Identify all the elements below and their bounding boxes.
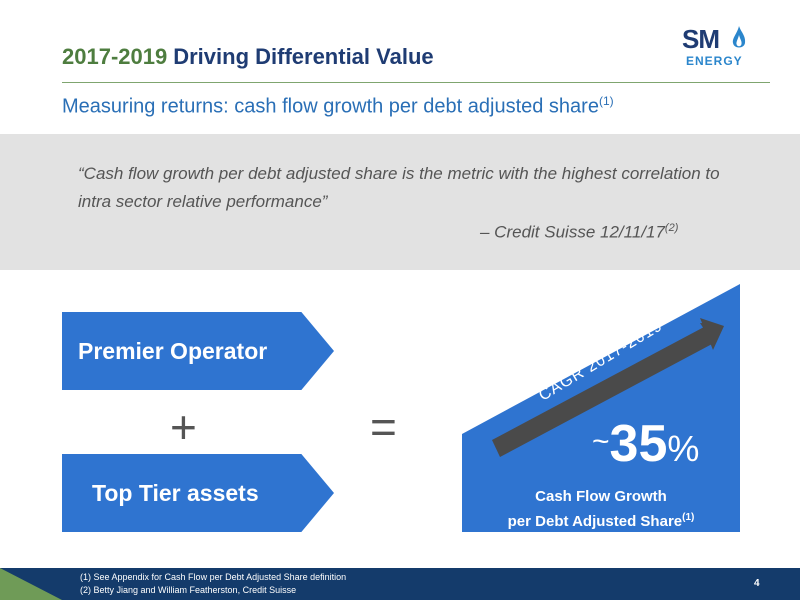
page-number: 4 xyxy=(754,578,760,589)
logo-text-sub: ENERGY xyxy=(686,54,743,68)
plus-sign: + xyxy=(170,401,197,453)
result-line1: Cash Flow Growth xyxy=(535,488,667,505)
growth-value: ~35% xyxy=(592,414,699,474)
arrow-head xyxy=(700,318,724,350)
footer-bar xyxy=(0,568,800,600)
flame-icon xyxy=(732,26,746,57)
top-tier-assets-label: Top Tier assets xyxy=(92,479,259,506)
result-line2: per Debt Adjusted Share xyxy=(507,513,683,530)
footer-accent xyxy=(0,568,62,600)
title-year: 2017-2019 xyxy=(62,44,168,69)
value-prefix: ~ xyxy=(592,425,610,458)
attribution-note: (2) xyxy=(664,222,679,234)
arrow-body xyxy=(492,327,712,457)
result-label: Cash Flow Growth per Debt Adjusted Share… xyxy=(462,486,740,532)
quote-attribution: – Credit Suisse 12/11/17(2) xyxy=(480,222,678,243)
subtitle-text: Measuring returns: cash flow growth per … xyxy=(62,95,599,118)
top-tier-assets-box: Top Tier assets xyxy=(62,454,334,532)
subtitle-note: (1) xyxy=(598,94,614,108)
result-note: (1) xyxy=(682,512,695,523)
quote-text: “Cash flow growth per debt adjusted shar… xyxy=(78,164,720,211)
value-number: 35 xyxy=(609,415,668,473)
premier-operator-box: Premier Operator xyxy=(62,312,334,390)
logo-text-main: SM xyxy=(682,24,720,54)
slide-subtitle: Measuring returns: cash flow growth per … xyxy=(62,94,614,119)
footnote-1: (1) See Appendix for Cash Flow per Debt … xyxy=(80,572,347,582)
value-suffix: % xyxy=(667,428,700,469)
equals-sign: = xyxy=(370,401,397,453)
result-line2-wrap: per Debt Adjusted Share(1) xyxy=(462,507,740,532)
footnote-2: (2) Betty Jiang and William Featherston,… xyxy=(80,585,297,595)
quote-band xyxy=(0,134,800,270)
title-text: Driving Differential Value xyxy=(173,44,434,69)
premier-operator-label: Premier Operator xyxy=(78,337,268,364)
title-divider xyxy=(62,82,770,83)
attribution-text: – Credit Suisse 12/11/17 xyxy=(480,222,665,242)
company-logo: SM ENERGY xyxy=(682,24,762,72)
